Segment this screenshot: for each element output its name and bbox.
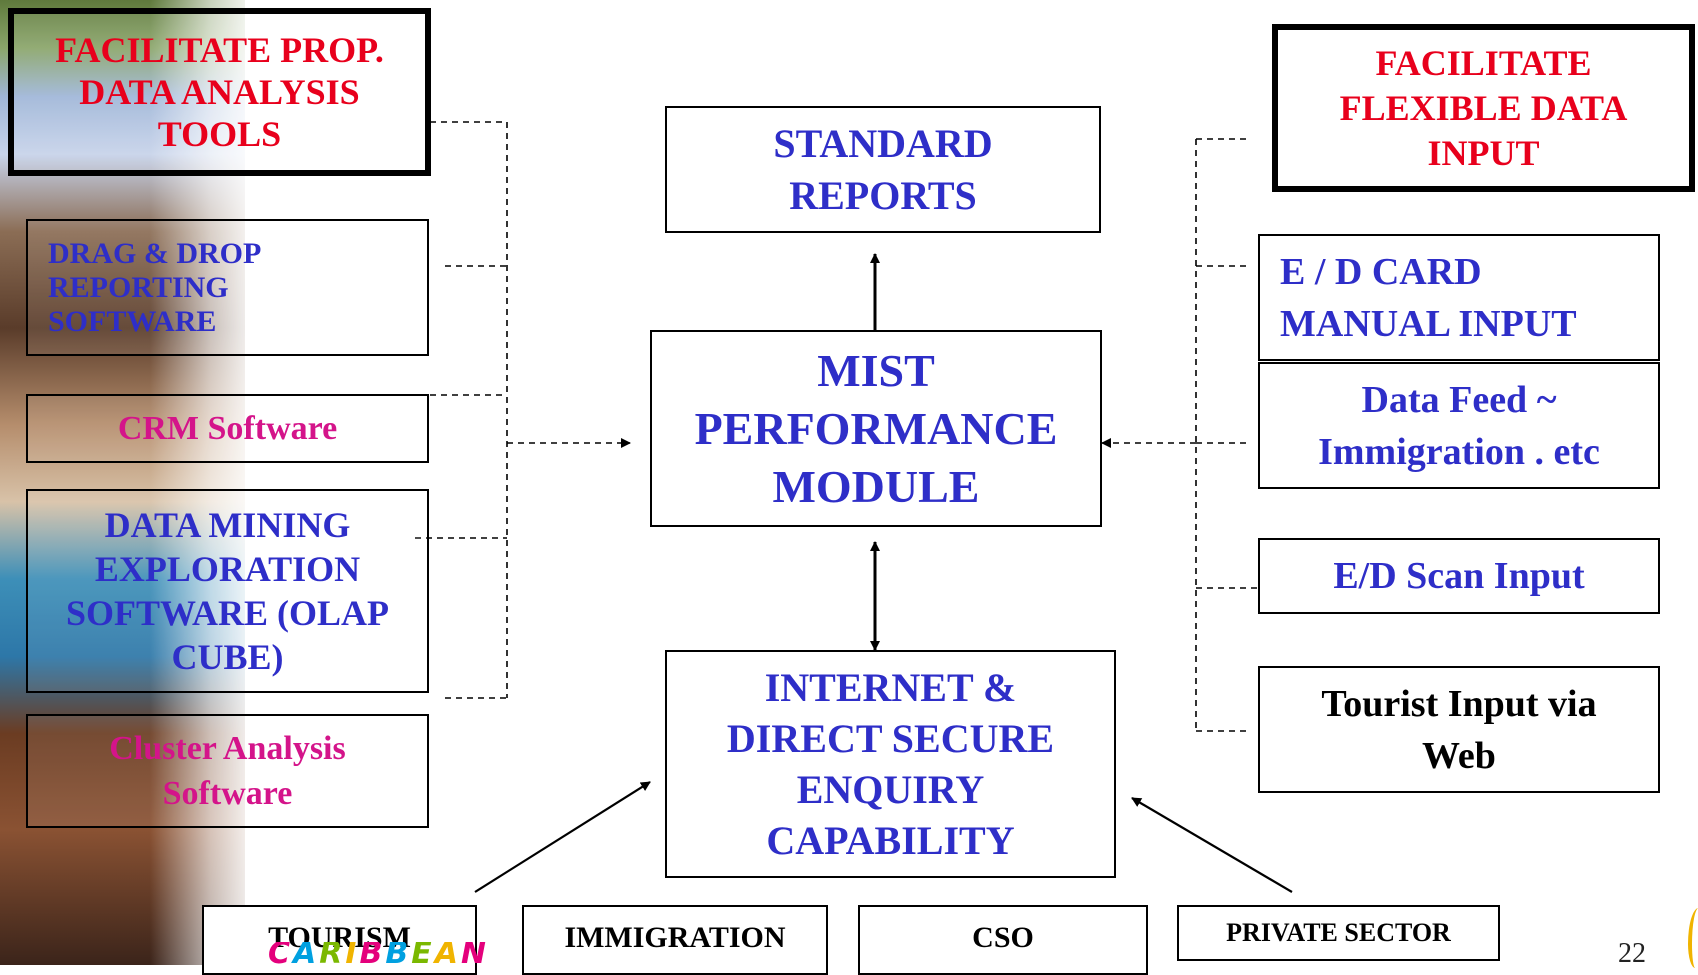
mist-performance-module-box: MIST PERFORMANCE MODULE <box>650 330 1102 527</box>
sector-private: PRIVATE SECTOR <box>1177 905 1500 961</box>
input-ed-scan: E/D Scan Input <box>1258 538 1660 614</box>
sector-cso: CSO <box>858 905 1148 975</box>
tool-data-mining-label: DATA MINING EXPLORATION SOFTWARE (OLAP C… <box>65 505 390 677</box>
photo-fade-overlay <box>150 0 260 965</box>
sector-tourism: TOURISM <box>202 905 477 975</box>
internet-enquiry-label: INTERNET & DIRECT SECURE ENQUIRY CAPABIL… <box>726 665 1055 863</box>
input-data-feed: Data Feed ~ Immigration . etc <box>1258 362 1660 489</box>
tool-cluster-label: Cluster Analysis Software <box>109 730 346 812</box>
input-ed-card-label: E / D CARD MANUAL INPUT <box>1280 250 1577 345</box>
right-dashed-bracket <box>1101 138 1260 732</box>
sector-immigration: IMMIGRATION <box>522 905 828 975</box>
internet-enquiry-box: INTERNET & DIRECT SECURE ENQUIRY CAPABIL… <box>665 650 1116 878</box>
page-number: 22 <box>1618 938 1646 969</box>
input-ed-scan-label: E/D Scan Input <box>1333 555 1585 597</box>
tool-crm-label: CRM Software <box>117 409 338 447</box>
caribbean-logo: CARIBBEAN <box>268 942 490 965</box>
right-header-box: FACILITATE FLEXIBLE DATA INPUT <box>1272 24 1695 192</box>
mist-performance-module-label: MIST PERFORMANCE MODULE <box>694 344 1058 512</box>
tool-crm-software: CRM Software <box>26 394 429 463</box>
sector-tourism-label: TOURISM <box>268 921 411 954</box>
input-ed-card-manual: E / D CARD MANUAL INPUT <box>1258 234 1660 361</box>
left-header-box: FACILITATE PROP. DATA ANALYSIS TOOLS <box>8 8 431 176</box>
input-tourist-web-label: Tourist Input via Web <box>1321 682 1597 777</box>
sector-private-label: PRIVATE SECTOR <box>1226 918 1451 947</box>
right-header-text: FACILITATE FLEXIBLE DATA INPUT <box>1339 42 1628 173</box>
tool-drag-drop-reporting: DRAG & DROP REPORTING SOFTWARE <box>26 219 429 356</box>
tool-cluster-analysis: Cluster Analysis Software <box>26 714 429 828</box>
corner-swoosh <box>1688 908 1698 968</box>
tool-data-mining: DATA MINING EXPLORATION SOFTWARE (OLAP C… <box>26 489 429 693</box>
sector-immigration-label: IMMIGRATION <box>564 921 786 954</box>
tool-drag-drop-label: DRAG & DROP REPORTING SOFTWARE <box>48 236 262 338</box>
standard-reports-label: STANDARD REPORTS <box>773 120 993 218</box>
sector-cso-label: CSO <box>972 921 1034 954</box>
input-data-feed-label: Data Feed ~ Immigration . etc <box>1318 378 1600 473</box>
left-header-text: FACILITATE PROP. DATA ANALYSIS TOOLS <box>55 30 384 154</box>
standard-reports-box: STANDARD REPORTS <box>665 106 1101 233</box>
input-tourist-web: Tourist Input via Web <box>1258 666 1660 793</box>
left-dashed-bracket <box>415 121 631 699</box>
